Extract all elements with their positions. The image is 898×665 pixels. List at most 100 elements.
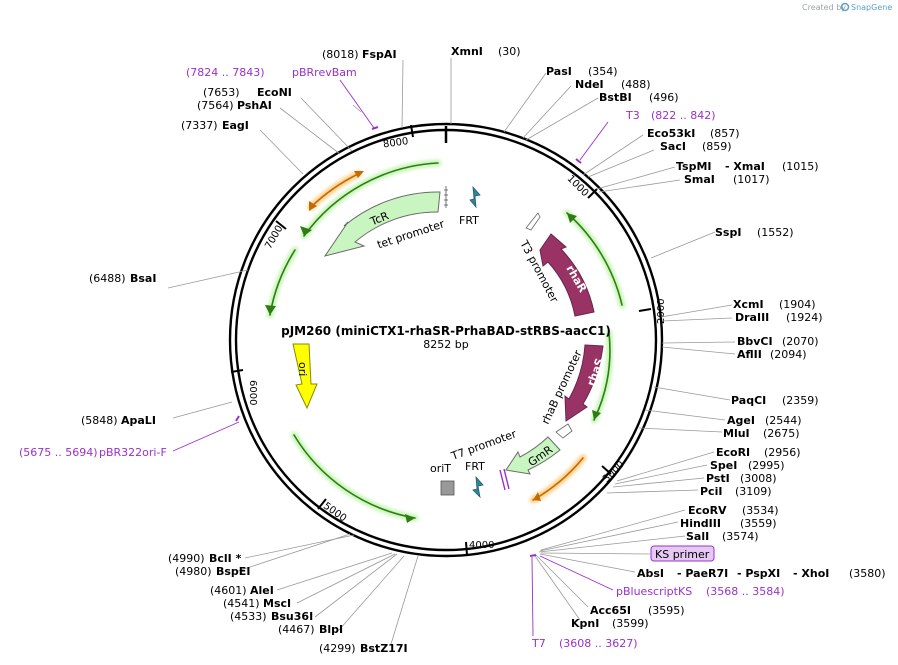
site-bbvci-pos: (2070) [782, 335, 819, 348]
frt-2-marker [472, 475, 484, 499]
site-apali-pos: (5848) [81, 414, 118, 427]
site-pshai-pos: (7564) [197, 99, 234, 112]
site-aflii[interactable]: AflII [737, 348, 762, 361]
site-ecorv-pos: (3534) [742, 504, 779, 517]
site-bcli[interactable]: BclI * [209, 552, 242, 565]
ori-arrow [292, 343, 318, 410]
site-econi-pos: (7653) [203, 86, 240, 99]
site-bsai-pos: (6488) [89, 272, 126, 285]
site-bstz17i[interactable]: BstZ17I [360, 642, 408, 655]
site-pcii-pos: (3109) [735, 485, 772, 498]
site-pcii[interactable]: PciI [700, 485, 722, 498]
t7-promoter-label: T7 promoter [449, 427, 519, 463]
site-psti[interactable]: PstI [706, 472, 730, 485]
site-xmai[interactable]: - XmaI [725, 160, 765, 173]
site-ndei[interactable]: NdeI [575, 78, 604, 91]
site-apali[interactable]: ApaLI [121, 414, 156, 427]
primer-pbrrevbam[interactable]: pBRrevBam [292, 66, 357, 79]
site-pasi-pos: (354) [588, 65, 618, 78]
site-eagi[interactable]: EagI [222, 119, 249, 132]
arc-arrowheads [265, 171, 601, 523]
plasmid-size: 8252 bp [423, 338, 468, 351]
tet-promoter-marker [444, 186, 448, 208]
site-bsu36i[interactable]: Bsu36I [271, 610, 313, 623]
site-bstbi-pos: (496) [649, 91, 679, 104]
site-ecorv[interactable]: EcoRV [688, 504, 727, 517]
primer-ks[interactable]: KS primer [655, 548, 710, 561]
site-draiii[interactable]: DraIII [735, 311, 769, 324]
site-agei[interactable]: AgeI [727, 414, 755, 427]
site-paer7i[interactable]: - PaeR7I [677, 567, 728, 580]
site-pshai[interactable]: PshAI [237, 99, 272, 112]
site-bspei-pos: (4980) [175, 565, 212, 578]
snapgene-logo-icon [840, 2, 850, 12]
primer-leaders [172, 79, 614, 637]
site-smai-pos: (1017) [733, 173, 770, 186]
site-xmni[interactable]: XmnI [451, 45, 483, 58]
t3-promoter-marker [525, 212, 541, 231]
site-eco53ki-pos: (857) [710, 127, 740, 140]
site-aflii-pos: (2094) [770, 348, 807, 361]
site-xcmi-pos: (1904) [779, 298, 816, 311]
site-smai[interactable]: SmaI [684, 173, 715, 186]
site-psti-pos: (3008) [740, 472, 777, 485]
site-tspmi[interactable]: TspMI [676, 160, 712, 173]
orit-marker [440, 480, 455, 496]
gmr-arrow [505, 436, 561, 475]
site-paqci-pos: (2359) [782, 394, 819, 407]
site-kpni-pos: (3599) [612, 617, 649, 630]
site-bspei[interactable]: BspEI [216, 565, 250, 578]
site-agei-pos: (2544) [765, 414, 802, 427]
primer-t3[interactable]: T3 [625, 109, 640, 122]
site-sali[interactable]: SalI [686, 530, 709, 543]
ks-primer-box[interactable] [650, 545, 715, 562]
site-hindiii-pos: (3559) [740, 517, 777, 530]
tick-5000: 5000 [321, 501, 348, 525]
site-econi[interactable]: EcoNI [257, 86, 292, 99]
site-sspi[interactable]: SspI [715, 226, 741, 239]
rhar-arrow [539, 233, 595, 317]
site-pasi[interactable]: PasI [546, 65, 572, 78]
site-bsu36i-pos: (4533) [230, 610, 267, 623]
site-eco53ki[interactable]: Eco53kI [647, 127, 695, 140]
site-absi-pos: (3580) [849, 567, 886, 580]
site-draiii-pos: (1924) [786, 311, 823, 324]
frt-1-label: FRT [459, 214, 479, 227]
site-fspai[interactable]: FspAI [362, 48, 397, 61]
site-ecori-pos: (2956) [764, 446, 801, 459]
credit-brand: SnapGene [851, 3, 892, 12]
site-acc65i[interactable]: Acc65I [590, 604, 631, 617]
leader-lines [167, 58, 736, 645]
site-bsai[interactable]: BsaI [130, 272, 156, 285]
t7-promoter-marker [499, 468, 510, 491]
site-kpni[interactable]: KpnI [571, 617, 599, 630]
site-bcli-pos: (4990) [168, 552, 205, 565]
site-bbvci[interactable]: BbvCI [737, 335, 773, 348]
site-fspai-pos: (8018) [322, 48, 359, 61]
credit-prefix: Created by [802, 3, 846, 12]
primer-pbluescriptks[interactable]: pBluescriptKS [616, 585, 692, 598]
site-paqci[interactable]: PaqCI [731, 394, 766, 407]
primer-pbr322ori[interactable]: pBR322ori-F [99, 446, 167, 459]
site-xhoi[interactable]: - XhoI [793, 567, 829, 580]
primer-t7[interactable]: T7 [531, 637, 546, 650]
site-pspxi[interactable]: - PspXI [737, 567, 780, 580]
site-absi[interactable]: AbsI [637, 567, 664, 580]
site-mlui-pos: (2675) [763, 427, 800, 440]
tick-6000: 6000 [247, 380, 258, 405]
site-ndei-pos: (488) [621, 78, 651, 91]
site-mlui[interactable]: MluI [723, 427, 750, 440]
site-spei[interactable]: SpeI [710, 459, 737, 472]
site-ecori[interactable]: EcoRI [716, 446, 750, 459]
site-xcmi[interactable]: XcmI [733, 298, 764, 311]
site-blpi[interactable]: BlpI [319, 623, 343, 636]
site-xmni-pos: (30) [498, 45, 521, 58]
tcr-arrow [323, 191, 441, 257]
site-alei[interactable]: AleI [250, 584, 274, 597]
site-hindiii[interactable]: HindIII [680, 517, 721, 530]
plasmid-title: pJM260 (miniCTX1-rhaSR-PrhaBAD-stRBS-aac… [281, 324, 611, 338]
site-bstbi[interactable]: BstBI [599, 91, 632, 104]
site-saci[interactable]: SacI [660, 140, 686, 153]
site-msci[interactable]: MscI [263, 597, 291, 610]
